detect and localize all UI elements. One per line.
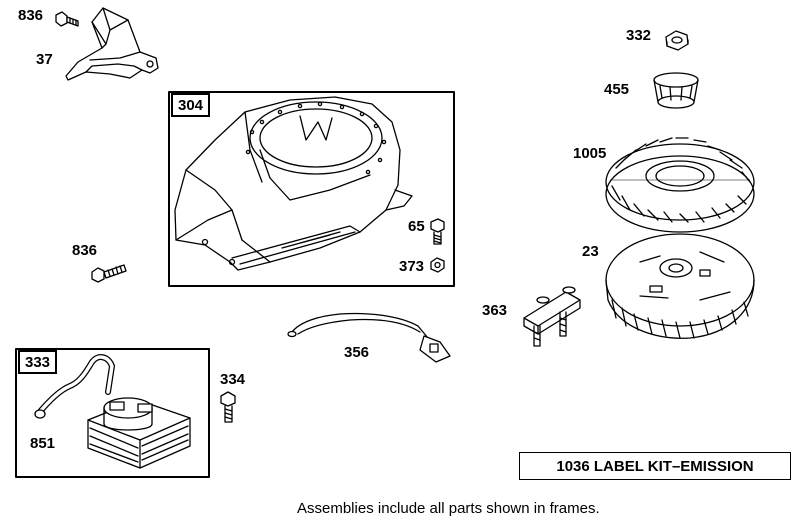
starter-cup-455-icon xyxy=(653,72,699,109)
screw-65-icon xyxy=(430,218,445,245)
callout-851: 851 xyxy=(30,435,56,452)
callout-37: 37 xyxy=(36,51,53,68)
frame-304-tag: 304 xyxy=(171,93,211,117)
callout-1005: 1005 xyxy=(573,145,607,162)
frame-333 xyxy=(15,348,210,478)
label-kit-box: 1036 LABEL KIT–EMISSION xyxy=(519,452,791,480)
assemblies-note: Assemblies include all parts shown in fr… xyxy=(297,500,600,517)
callout-836-mid: 836 xyxy=(72,242,98,259)
blower-housing-304-icon xyxy=(174,96,413,271)
shield-37-icon xyxy=(65,7,159,81)
nut-332-icon xyxy=(665,30,689,51)
callout-373: 373 xyxy=(399,258,425,275)
frame-304 xyxy=(168,91,455,287)
nut-373-icon xyxy=(430,257,445,273)
armature-333-icon xyxy=(34,354,191,469)
callout-334: 334 xyxy=(220,371,246,388)
screw-334-icon xyxy=(220,391,236,423)
bracket-363-icon xyxy=(523,286,581,347)
callout-836-top: 836 xyxy=(18,7,44,24)
ground-wire-356-icon xyxy=(287,312,451,363)
callout-332: 332 xyxy=(626,27,652,44)
callout-23: 23 xyxy=(582,243,599,260)
bolt-836-top-icon xyxy=(55,11,79,27)
callout-455: 455 xyxy=(604,81,630,98)
callout-363: 363 xyxy=(482,302,508,319)
flywheel-23-icon xyxy=(605,233,755,339)
frame-333-tag: 333 xyxy=(18,350,58,374)
callout-65: 65 xyxy=(408,218,425,235)
fan-1005-icon xyxy=(605,137,755,233)
callout-356: 356 xyxy=(344,344,370,361)
bolt-836-mid-icon xyxy=(91,264,127,283)
label-kit-text: 1036 LABEL KIT–EMISSION xyxy=(556,457,754,475)
